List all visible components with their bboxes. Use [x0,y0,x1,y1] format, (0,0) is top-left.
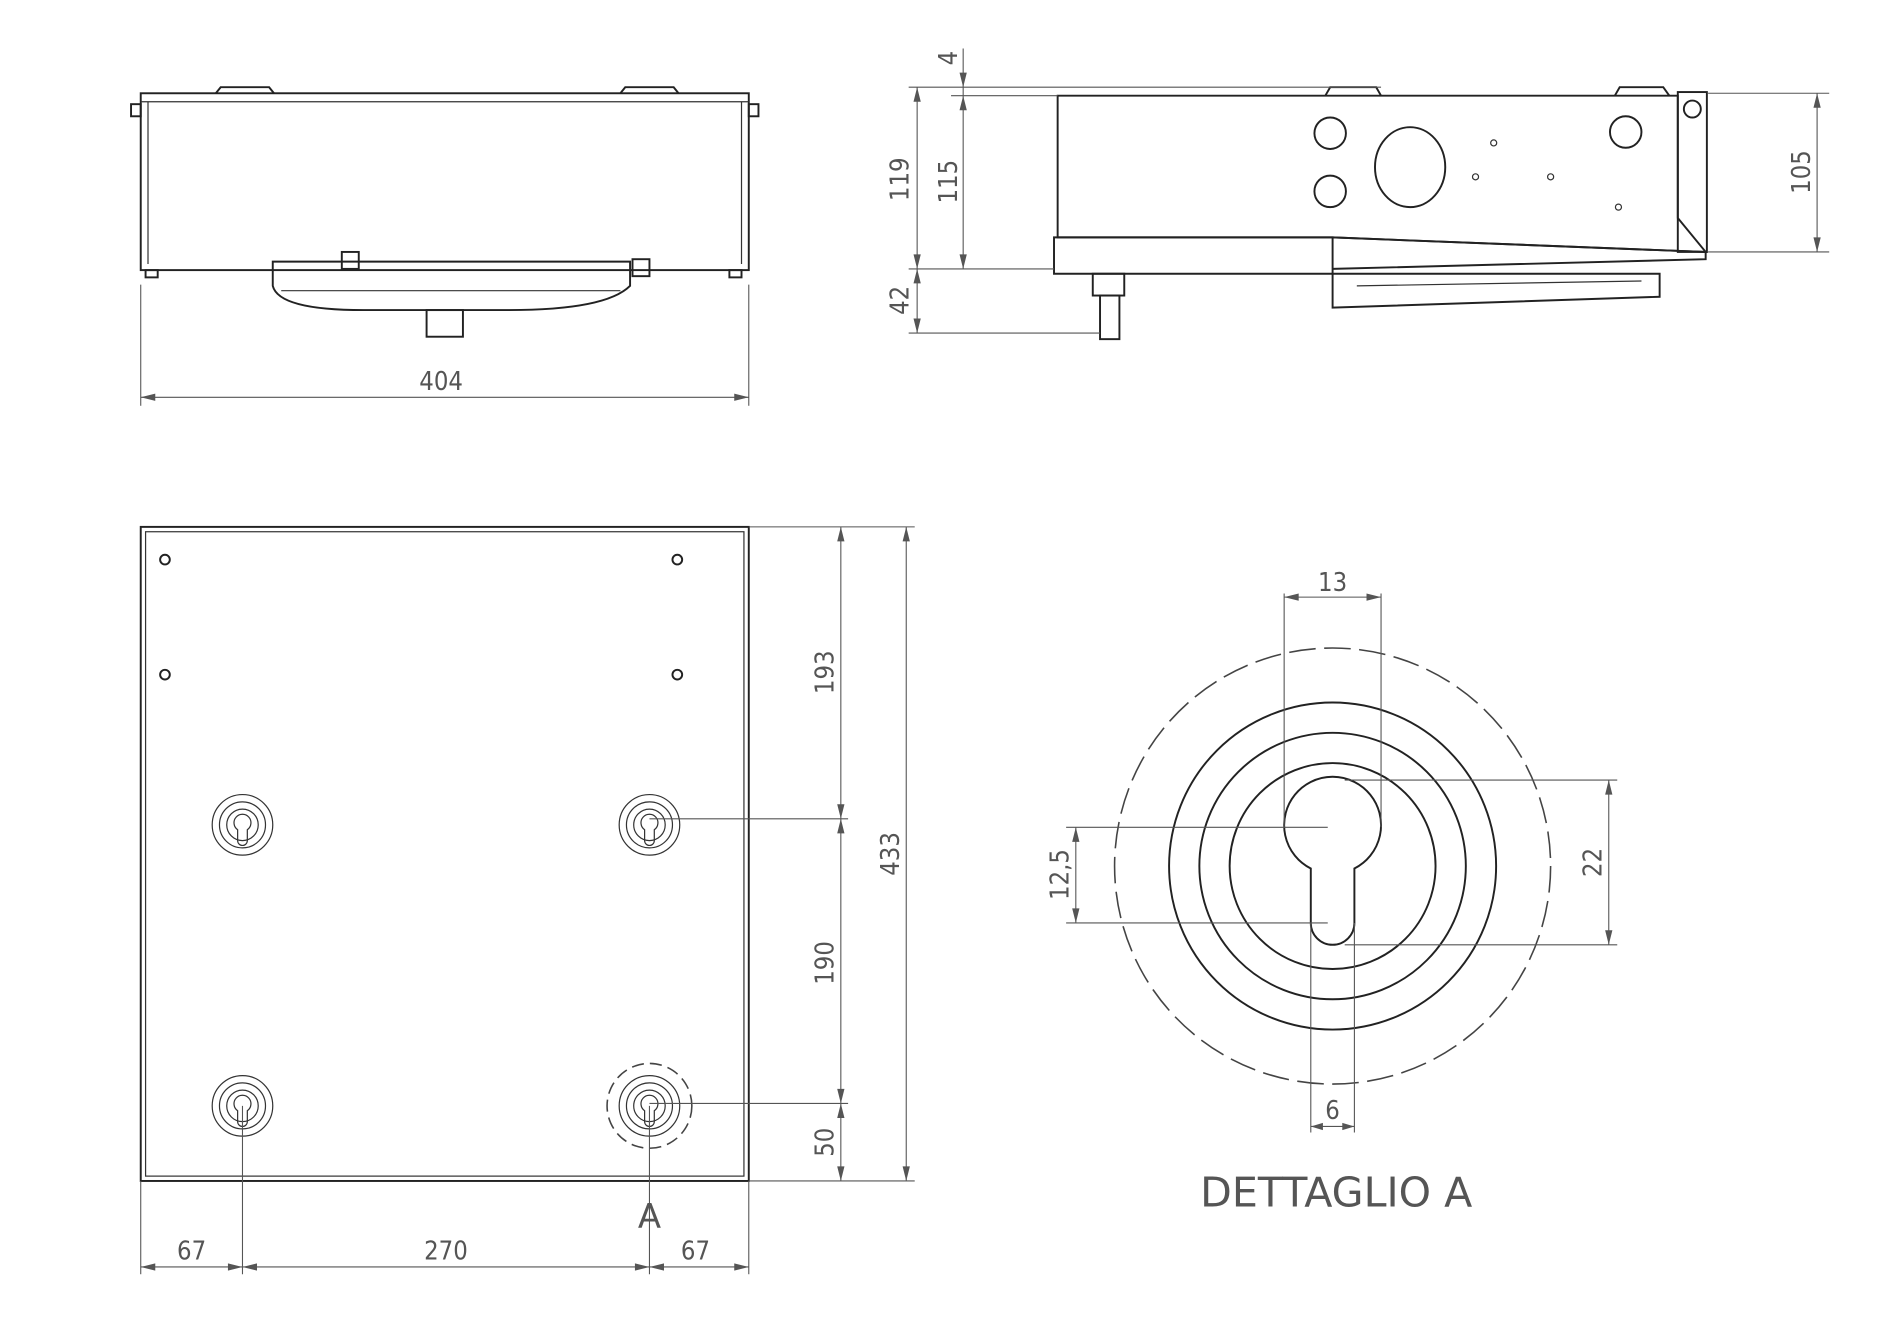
slot-offset-dimension: 12,5 [1045,849,1075,900]
front-view: 404 [130,86,760,406]
fan-height-dimension: 42 [885,286,915,315]
head-width-dimension: 13 [1318,567,1347,597]
lower-dimension: 50 [810,1128,840,1157]
total-height-dimension: 119 [885,157,915,201]
center-spacing-dimension: 270 [424,1236,468,1266]
detail-marker: A [638,1197,661,1236]
bottom-view: 193 190 50 433 67 270 67 A [139,525,915,1275]
total-depth-dimension: 433 [875,832,905,876]
upper-dimension: 193 [810,650,840,694]
right-height-dimension: 105 [1786,150,1816,194]
right-offset-dimension: 67 [681,1236,710,1266]
body-height-dimension: 115 [933,160,963,204]
middle-dimension: 190 [810,941,840,985]
width-dimension: 404 [419,366,463,396]
side-view: 4 119 115 42 105 [885,48,1830,341]
detail-a: 13 12,5 22 6 DETTAGLIO A [1045,567,1618,1216]
top-gap-dimension: 4 [933,51,963,66]
height-dimension: 22 [1577,848,1607,877]
detail-title: DETTAGLIO A [1200,1168,1472,1216]
slot-width-dimension: 6 [1325,1095,1340,1125]
left-offset-dimension: 67 [177,1236,206,1266]
